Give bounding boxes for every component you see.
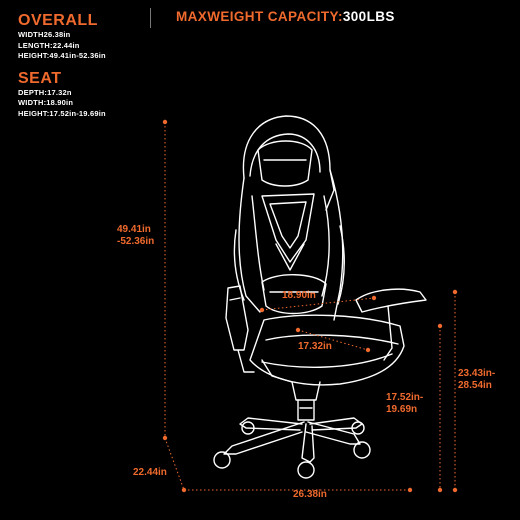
seat-height-label: 17.52in- 19.69n — [386, 392, 423, 416]
endpoint-dot — [437, 323, 443, 329]
base-width-label: 26.38in — [293, 489, 327, 501]
overall-length: LENGTH:22.44in — [18, 40, 80, 50]
spec-panel: OVERALL WIDTH26.38in LENGTH:22.44in HEIG… — [18, 12, 106, 127]
capacity-value: 300LBS — [342, 9, 395, 24]
seat-depth-line — [297, 329, 369, 351]
overall-title: OVERALL — [18, 12, 98, 29]
base-width-value: 26.38in — [293, 489, 327, 500]
endpoint-dot — [162, 435, 168, 441]
seat-depth-value: 17.32in — [298, 341, 332, 352]
overall-height: HEIGHT:49.41in-52.36in — [18, 51, 106, 60]
header-divider — [150, 8, 151, 28]
capacity-label: MAXWEIGHT CAPACITY: — [176, 9, 343, 24]
arm-height-min: 23.43in- — [458, 368, 496, 379]
base-length-value: 22.44in — [133, 467, 167, 478]
total-height-max: -52.36in — [117, 236, 155, 247]
chair-outline-illustration — [213, 115, 427, 479]
seat-width-label: 18.90in — [282, 290, 316, 302]
overall-specs: OVERALL WIDTH26.38in LENGTH:22.44in HEIG… — [18, 12, 106, 62]
seat-height-min: 17.52in- — [386, 392, 424, 403]
endpoint-dot — [407, 487, 413, 493]
seat-depth-label: 17.32in — [298, 341, 332, 353]
seat-height-max: 19.69n — [386, 404, 418, 415]
seat-width: WIDTH:18.90in — [18, 98, 74, 107]
dimension-endpoints — [162, 119, 458, 493]
endpoint-dot — [452, 289, 458, 295]
endpoint-dot — [259, 307, 265, 313]
endpoint-dot — [181, 487, 187, 493]
total-height-min: 49.41in — [117, 224, 151, 235]
max-weight-capacity: MAXWEIGHT CAPACITY:300LBS — [176, 9, 395, 24]
base-length-label: 22.44in — [133, 467, 167, 479]
arm-height-max: 28.54in — [458, 380, 492, 391]
endpoint-dot — [452, 487, 458, 493]
seat-depth: DEPTH:17.32n — [18, 87, 72, 97]
seat-specs: SEAT DEPTH:17.32n WIDTH:18.90in HEIGHT:1… — [18, 70, 106, 120]
endpoint-dot — [365, 347, 371, 353]
arm-height-label: 23.43in- 28.54in — [458, 368, 495, 392]
endpoint-dot — [295, 327, 301, 333]
base-length-line — [164, 437, 185, 491]
endpoint-dot — [162, 119, 168, 125]
overall-width: WIDTH26.38in — [18, 30, 71, 39]
seat-width-line — [261, 297, 375, 311]
total-height-label: 49.41in -52.36in — [117, 224, 154, 248]
endpoint-dot — [437, 487, 443, 493]
endpoint-dot — [371, 295, 377, 301]
dimension-lines — [164, 122, 456, 491]
seat-title: SEAT — [18, 69, 62, 87]
seat-width-value: 18.90in — [282, 290, 316, 301]
seat-height: HEIGHT:17.52in-19.69in — [18, 108, 106, 118]
